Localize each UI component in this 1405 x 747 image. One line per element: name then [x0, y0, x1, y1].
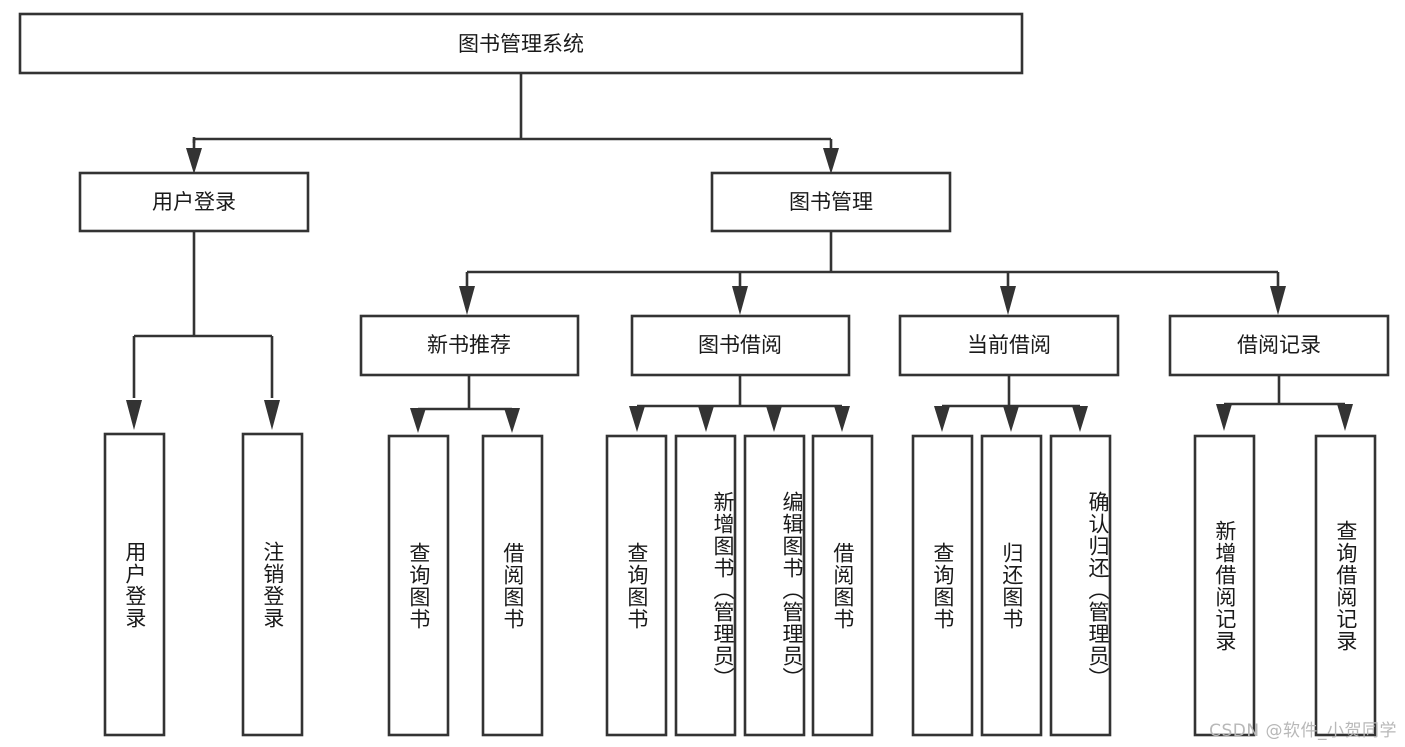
arrow-borrow-leaf4 — [834, 406, 850, 432]
arrow-leaf-logout — [264, 400, 280, 430]
leaf-box-group — [103, 432, 1377, 737]
arrow-borrow-leaf2 — [698, 406, 714, 432]
arrow-record-leaf2 — [1337, 404, 1353, 431]
node-book-manage-box[interactable] — [710, 171, 952, 233]
node-new-book-recommend-label: 新书推荐 — [427, 333, 511, 357]
node-borrow-record-box[interactable] — [1168, 314, 1390, 377]
arrow-newbook-leaf2 — [504, 408, 520, 433]
leaf-box-newbook-query[interactable] — [387, 434, 450, 737]
leaf-box-record-add[interactable] — [1193, 434, 1256, 737]
arrow-current-borrow — [1000, 286, 1016, 315]
leaf-box-current-return[interactable] — [980, 434, 1043, 737]
leaf-box-current-query[interactable] — [911, 434, 974, 737]
node-new-book-recommend[interactable]: 新书推荐 — [359, 314, 580, 377]
node-user-login-label: 用户登录 — [152, 190, 236, 214]
node-root[interactable]: 图书管理系统 — [18, 12, 1024, 75]
arrow-current-leaf2 — [1003, 406, 1019, 432]
node-book-borrow[interactable]: 图书借阅 — [630, 314, 851, 377]
arrow-current-leaf3 — [1072, 406, 1088, 432]
leaf-box-newbook-borrow[interactable] — [481, 434, 544, 737]
leaf-box-borrow-edit[interactable] — [743, 434, 806, 737]
leaf-box-record-query[interactable] — [1314, 434, 1377, 737]
connector-group — [126, 73, 1353, 433]
node-borrow-record[interactable]: 借阅记录 — [1168, 314, 1390, 377]
arrow-leaf-user-login — [126, 400, 142, 430]
node-new-book-recommend-box[interactable] — [359, 314, 580, 377]
node-current-borrow-box[interactable] — [898, 314, 1120, 377]
arrow-borrow-record — [1270, 286, 1286, 315]
leaf-box-borrow-add[interactable] — [674, 434, 737, 737]
node-root-label: 图书管理系统 — [458, 32, 584, 56]
node-current-borrow-label: 当前借阅 — [967, 333, 1051, 357]
arrow-newbook-leaf1 — [410, 408, 426, 433]
arrow-book-borrow — [732, 286, 748, 315]
node-user-login-box[interactable] — [78, 171, 310, 233]
arrow-record-leaf1 — [1216, 404, 1232, 431]
leaf-box-logout[interactable] — [241, 432, 304, 737]
node-book-borrow-label: 图书借阅 — [698, 333, 782, 357]
arrow-borrow-leaf1 — [629, 406, 645, 432]
arrow-user-login — [186, 148, 202, 174]
leaf-box-user-login[interactable] — [103, 432, 166, 737]
watermark-text: CSDN @软件_小贺同学 — [1209, 721, 1397, 741]
arrow-book-manage — [823, 148, 839, 174]
node-root-box[interactable] — [18, 12, 1024, 75]
node-current-borrow[interactable]: 当前借阅 — [898, 314, 1120, 377]
node-book-manage-label: 图书管理 — [789, 190, 873, 214]
arrow-current-leaf1 — [934, 406, 950, 432]
leaf-box-current-confirm[interactable] — [1049, 434, 1112, 737]
node-book-manage[interactable]: 图书管理 — [710, 171, 952, 233]
leaf-box-borrow-lend[interactable] — [811, 434, 874, 737]
node-borrow-record-label: 借阅记录 — [1237, 333, 1321, 357]
node-book-borrow-box[interactable] — [630, 314, 851, 377]
arrow-new-book — [459, 286, 475, 315]
leaf-box-borrow-query[interactable] — [605, 434, 668, 737]
arrow-borrow-leaf3 — [766, 406, 782, 432]
node-user-login[interactable]: 用户登录 — [78, 171, 310, 233]
